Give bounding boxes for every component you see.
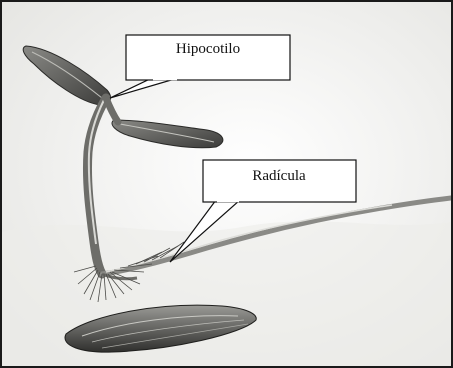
radicle-label: Radícula [252, 168, 306, 184]
hypocotyl-label: Hipocotilo [176, 41, 240, 57]
